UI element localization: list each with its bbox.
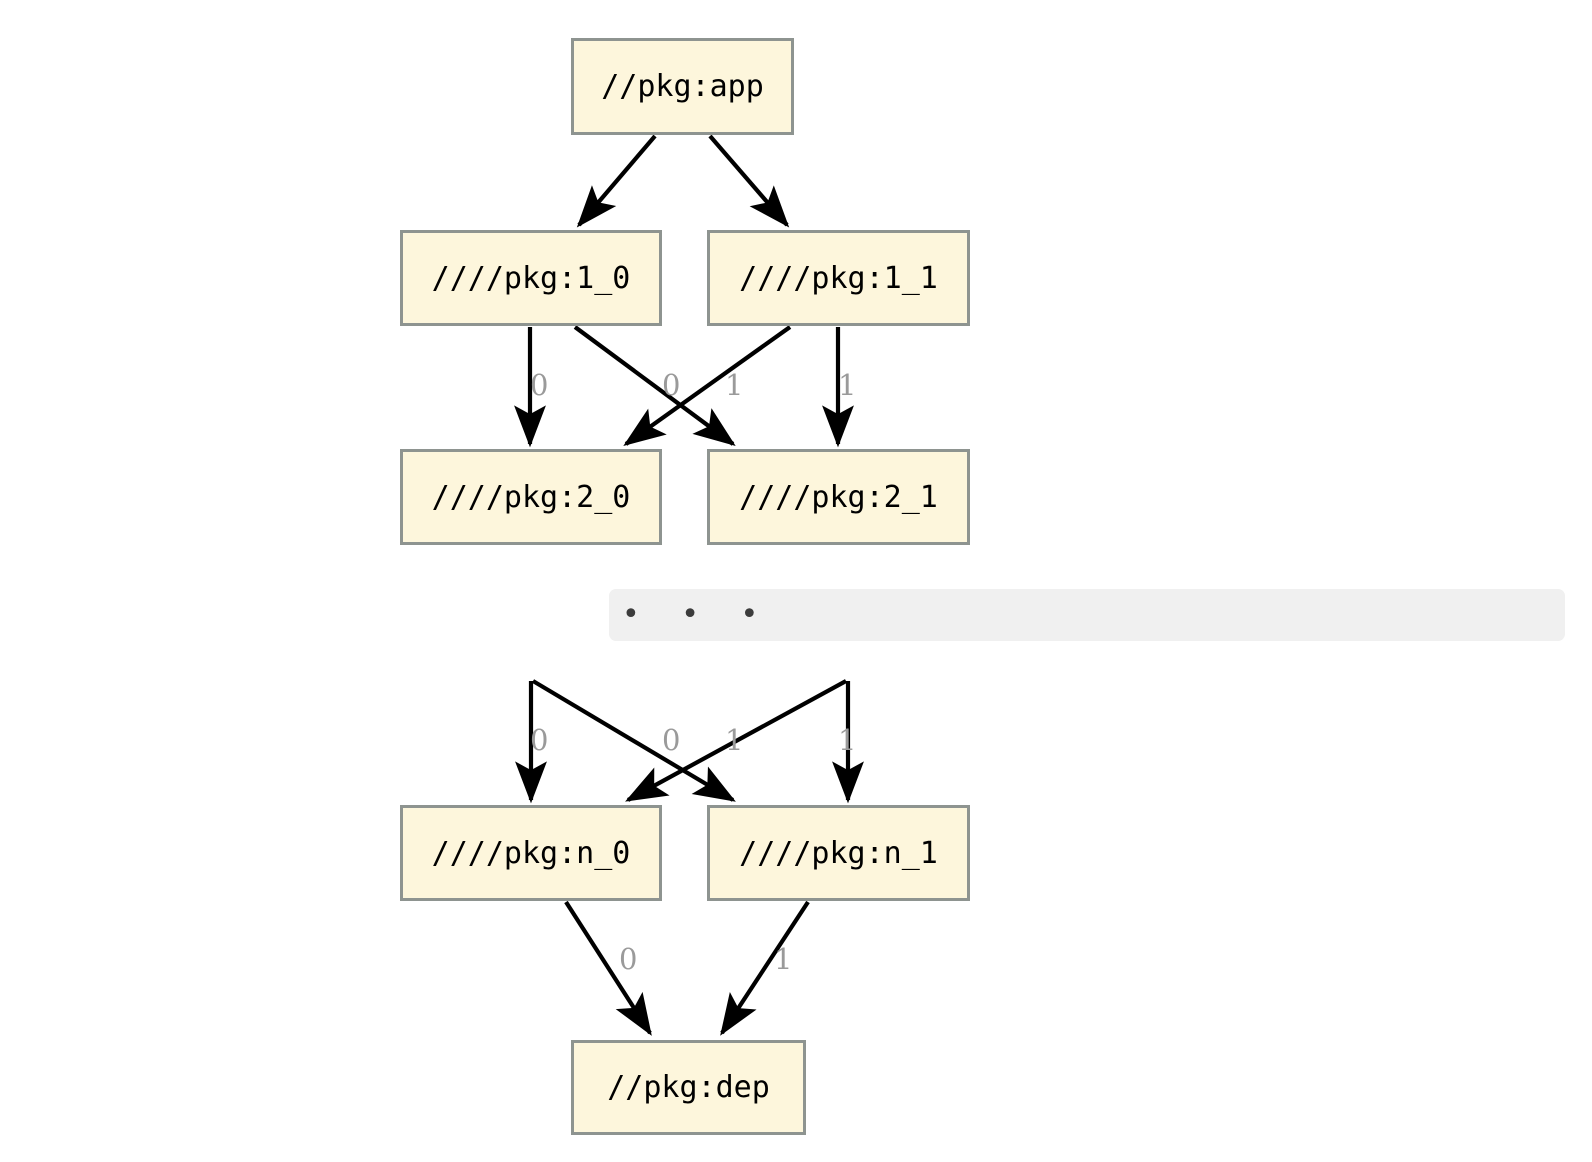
edge-label-dangling-n_1b: 1 [838, 723, 857, 757]
node-pkg-n_1[interactable]: ////pkg:n_1 [707, 805, 970, 901]
ellipsis-separator-band: • • • [609, 589, 1565, 641]
edge-label-dangling-n_0: 0 [530, 723, 549, 757]
edge-1_1-to-2_0 [623, 325, 792, 446]
ellipsis-dots: • • • [622, 597, 775, 632]
edge-app-to-1_0 [576, 134, 657, 228]
edge-dangling-right-to-n_0 [625, 679, 848, 802]
edge-n_1-to-dep [720, 900, 810, 1036]
node-label: ////pkg:1_1 [739, 260, 938, 296]
edge-label-n_0-dep: 0 [619, 942, 638, 976]
node-label: //pkg:app [601, 69, 764, 104]
node-pkg-1_0[interactable]: ////pkg:1_0 [400, 230, 662, 326]
node-label: ////pkg:n_0 [431, 835, 631, 871]
node-pkg-2_0[interactable]: ////pkg:2_0 [400, 449, 662, 545]
node-label: //pkg:dep [607, 1070, 770, 1105]
edge-label-1_1-2_0: 1 [725, 368, 744, 402]
edge-label-1_0-2_0: 0 [530, 368, 549, 402]
node-pkg-2_1[interactable]: ////pkg:2_1 [707, 449, 970, 545]
edge-label-1_1-2_1: 1 [838, 368, 857, 402]
node-dep[interactable]: //pkg:dep [571, 1040, 806, 1135]
edge-label-dangling-n_1: 0 [662, 723, 681, 757]
edge-label-dangling-n_0b: 1 [725, 723, 744, 757]
node-label: ////pkg:2_0 [431, 479, 631, 515]
node-label: ////pkg:1_0 [431, 260, 631, 296]
node-label: ////pkg:2_1 [739, 479, 938, 515]
edge-n_0-to-dep [564, 900, 652, 1036]
node-pkg-1_1[interactable]: ////pkg:1_1 [707, 230, 970, 326]
node-app[interactable]: //pkg:app [571, 38, 794, 135]
edge-dangling-to-n_1 [531, 679, 736, 802]
edge-1_0-to-2_1 [573, 325, 736, 446]
node-label: ////pkg:n_1 [739, 835, 938, 871]
edge-app-to-1_1 [708, 134, 790, 228]
node-pkg-n_0[interactable]: ////pkg:n_0 [400, 805, 662, 901]
edge-label-1_0-2_1: 0 [662, 368, 681, 402]
edge-label-n_1-dep: 1 [774, 942, 793, 976]
